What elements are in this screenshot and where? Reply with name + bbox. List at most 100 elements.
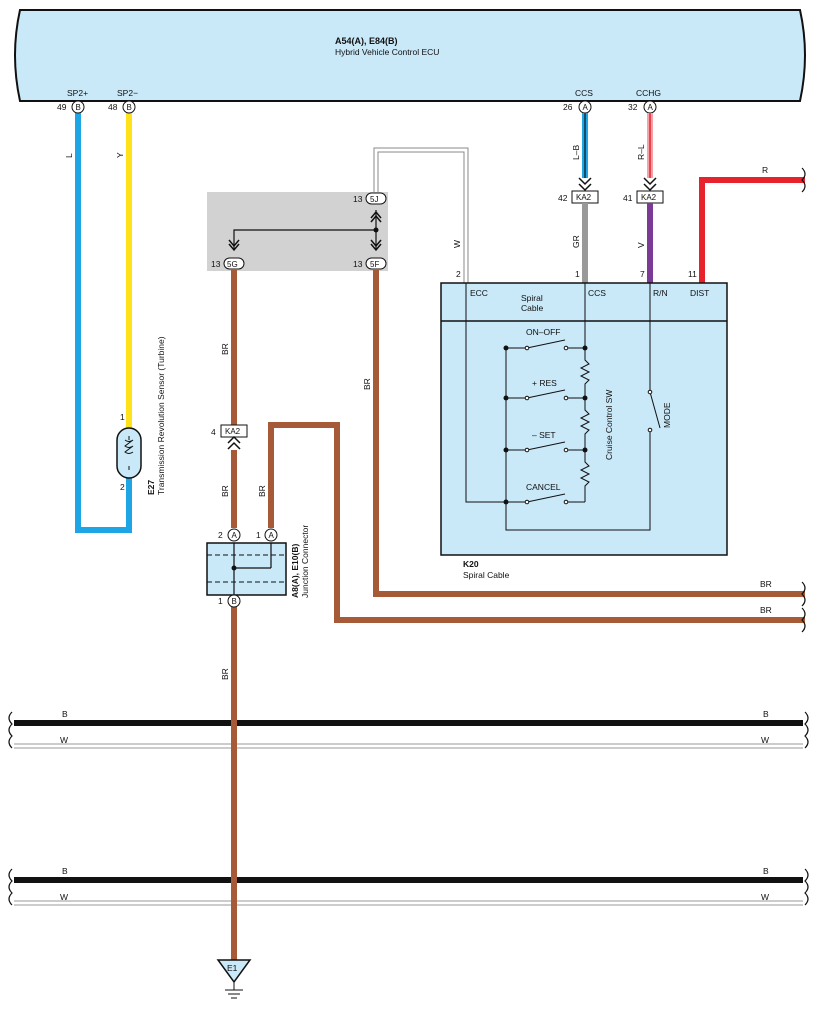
bus-group-1 <box>8 711 809 749</box>
jc-code: A8(A), E10(B) <box>290 544 300 598</box>
wire-label-br-5g: BR <box>220 343 230 355</box>
svg-text:2: 2 <box>456 269 461 279</box>
svg-text:7: 7 <box>640 269 645 279</box>
svg-text:DIST: DIST <box>690 288 709 298</box>
svg-text:E1: E1 <box>227 963 238 973</box>
svg-text:1: 1 <box>218 596 223 606</box>
ecu-pin-26: 26 A <box>563 100 592 114</box>
svg-text:B: B <box>76 103 81 112</box>
wire-label-br-ka2: BR <box>220 485 230 497</box>
ecu-box <box>14 9 806 102</box>
ecu-pin-32: 32 A <box>628 100 657 114</box>
svg-text:13: 13 <box>353 259 363 269</box>
svg-text:41: 41 <box>623 193 633 203</box>
bus2-w-left: W <box>60 892 68 902</box>
cruise-sw-label: Cruise Control SW <box>604 390 614 460</box>
svg-text:B: B <box>232 597 237 606</box>
svg-text:48: 48 <box>108 102 118 112</box>
wire-label-y: Y <box>115 152 125 158</box>
svg-text:5G: 5G <box>227 260 238 269</box>
bus2-b-left: B <box>62 866 68 876</box>
ecu-pin-48: 48 B <box>108 100 136 114</box>
wire-r <box>699 177 805 283</box>
wire-label-rl: R–L <box>636 144 646 160</box>
svg-text:26: 26 <box>563 102 573 112</box>
junction-connector <box>206 542 287 596</box>
ecu-pin-name-cchg: CCHG <box>636 88 661 98</box>
jc-pin-1a: 1 A <box>256 528 278 542</box>
wire-label-lb: L–B <box>571 145 581 160</box>
svg-text:A: A <box>648 103 654 112</box>
spiral-code: K20 <box>463 559 479 569</box>
wire-label-br-gnd: BR <box>220 668 230 680</box>
wire-blue-l <box>75 111 132 533</box>
bus1-w-left: W <box>60 735 68 745</box>
svg-text:ECC: ECC <box>470 288 488 298</box>
wire-label-w: W <box>452 240 462 248</box>
switch-label-on-off: ON–OFF <box>526 327 560 337</box>
jb-pin-5f: 13 5F <box>353 257 387 270</box>
svg-text:1: 1 <box>256 530 261 540</box>
ecu-pin-name-sp2p: SP2+ <box>67 88 88 98</box>
ka2-connector-4: 4 KA2 <box>211 424 248 450</box>
sensor-e27: 1 2 <box>116 412 142 492</box>
cruise-switch-circuit <box>465 283 661 531</box>
jc-pin-2a: 2 A <box>218 528 241 542</box>
wire-br-5f <box>373 270 805 597</box>
junction-inner-wire <box>233 229 376 250</box>
ecu-pin-49: 49 B <box>57 100 85 114</box>
jc-name: Junction Connector <box>300 525 310 598</box>
svg-text:13: 13 <box>211 259 221 269</box>
wire-label-out-br-1: BR <box>760 579 772 589</box>
svg-text:5F: 5F <box>370 260 379 269</box>
bus-group-2 <box>8 868 809 906</box>
svg-text:13: 13 <box>353 194 363 204</box>
svg-text:5J: 5J <box>370 195 378 204</box>
jb-pin-5g: 13 5G <box>211 257 245 270</box>
svg-text:32: 32 <box>628 102 638 112</box>
svg-text:4: 4 <box>211 427 216 437</box>
bus1-w-right: W <box>761 735 769 745</box>
wire-label-gr: GR <box>571 235 581 248</box>
spiral-name: Spiral Cable <box>463 570 510 580</box>
wire-label-v: V <box>636 242 646 248</box>
svg-text:1: 1 <box>120 412 125 422</box>
spiral-pin-ccs: 1 CCS <box>575 269 606 298</box>
svg-text:KA2: KA2 <box>641 193 657 202</box>
jb-pin-5j: 13 5J <box>353 192 387 205</box>
svg-text:R/N: R/N <box>653 288 668 298</box>
svg-text:A: A <box>583 103 589 112</box>
svg-text:A: A <box>232 531 238 540</box>
spiral-inner-label-2: Cable <box>521 303 543 313</box>
wire-br-jc-out <box>268 422 805 623</box>
svg-text:2: 2 <box>218 530 223 540</box>
bus2-w-right: W <box>761 892 769 902</box>
svg-text:49: 49 <box>57 102 67 112</box>
sensor-name: Transmission Revolution Sensor (Turbine) <box>156 336 166 495</box>
spiral-pin-dist: 11 DIST <box>688 269 709 298</box>
wire-label-br-5f: BR <box>362 378 372 390</box>
bus1-b-right: B <box>763 709 769 719</box>
mode-label: MODE <box>662 402 672 428</box>
spiral-pin-rn: 7 R/N <box>640 269 668 298</box>
svg-text:CCS: CCS <box>588 288 606 298</box>
bus2-b-right: B <box>763 866 769 876</box>
ecu-pin-name-sp2m: SP2− <box>117 88 138 98</box>
spiral-pin-ecc: 2 ECC <box>456 269 488 298</box>
wire-label-br-jc: BR <box>257 485 267 497</box>
switch-label-res: + RES <box>532 378 557 388</box>
svg-text:1: 1 <box>575 269 580 279</box>
svg-text:11: 11 <box>688 269 697 279</box>
svg-text:KA2: KA2 <box>225 427 241 436</box>
switch-label-cancel: CANCEL <box>526 482 561 492</box>
wire-label-r: R <box>762 165 768 175</box>
spiral-inner-label-1: Spiral <box>521 293 543 303</box>
bus1-b-left: B <box>62 709 68 719</box>
ecu-name: Hybrid Vehicle Control ECU <box>335 47 439 57</box>
switch-label-set: – SET <box>532 430 556 440</box>
svg-text:B: B <box>127 103 132 112</box>
wire-w <box>373 147 469 283</box>
wire-label-l: L <box>64 153 74 158</box>
ground-icon: E1 <box>216 959 252 999</box>
